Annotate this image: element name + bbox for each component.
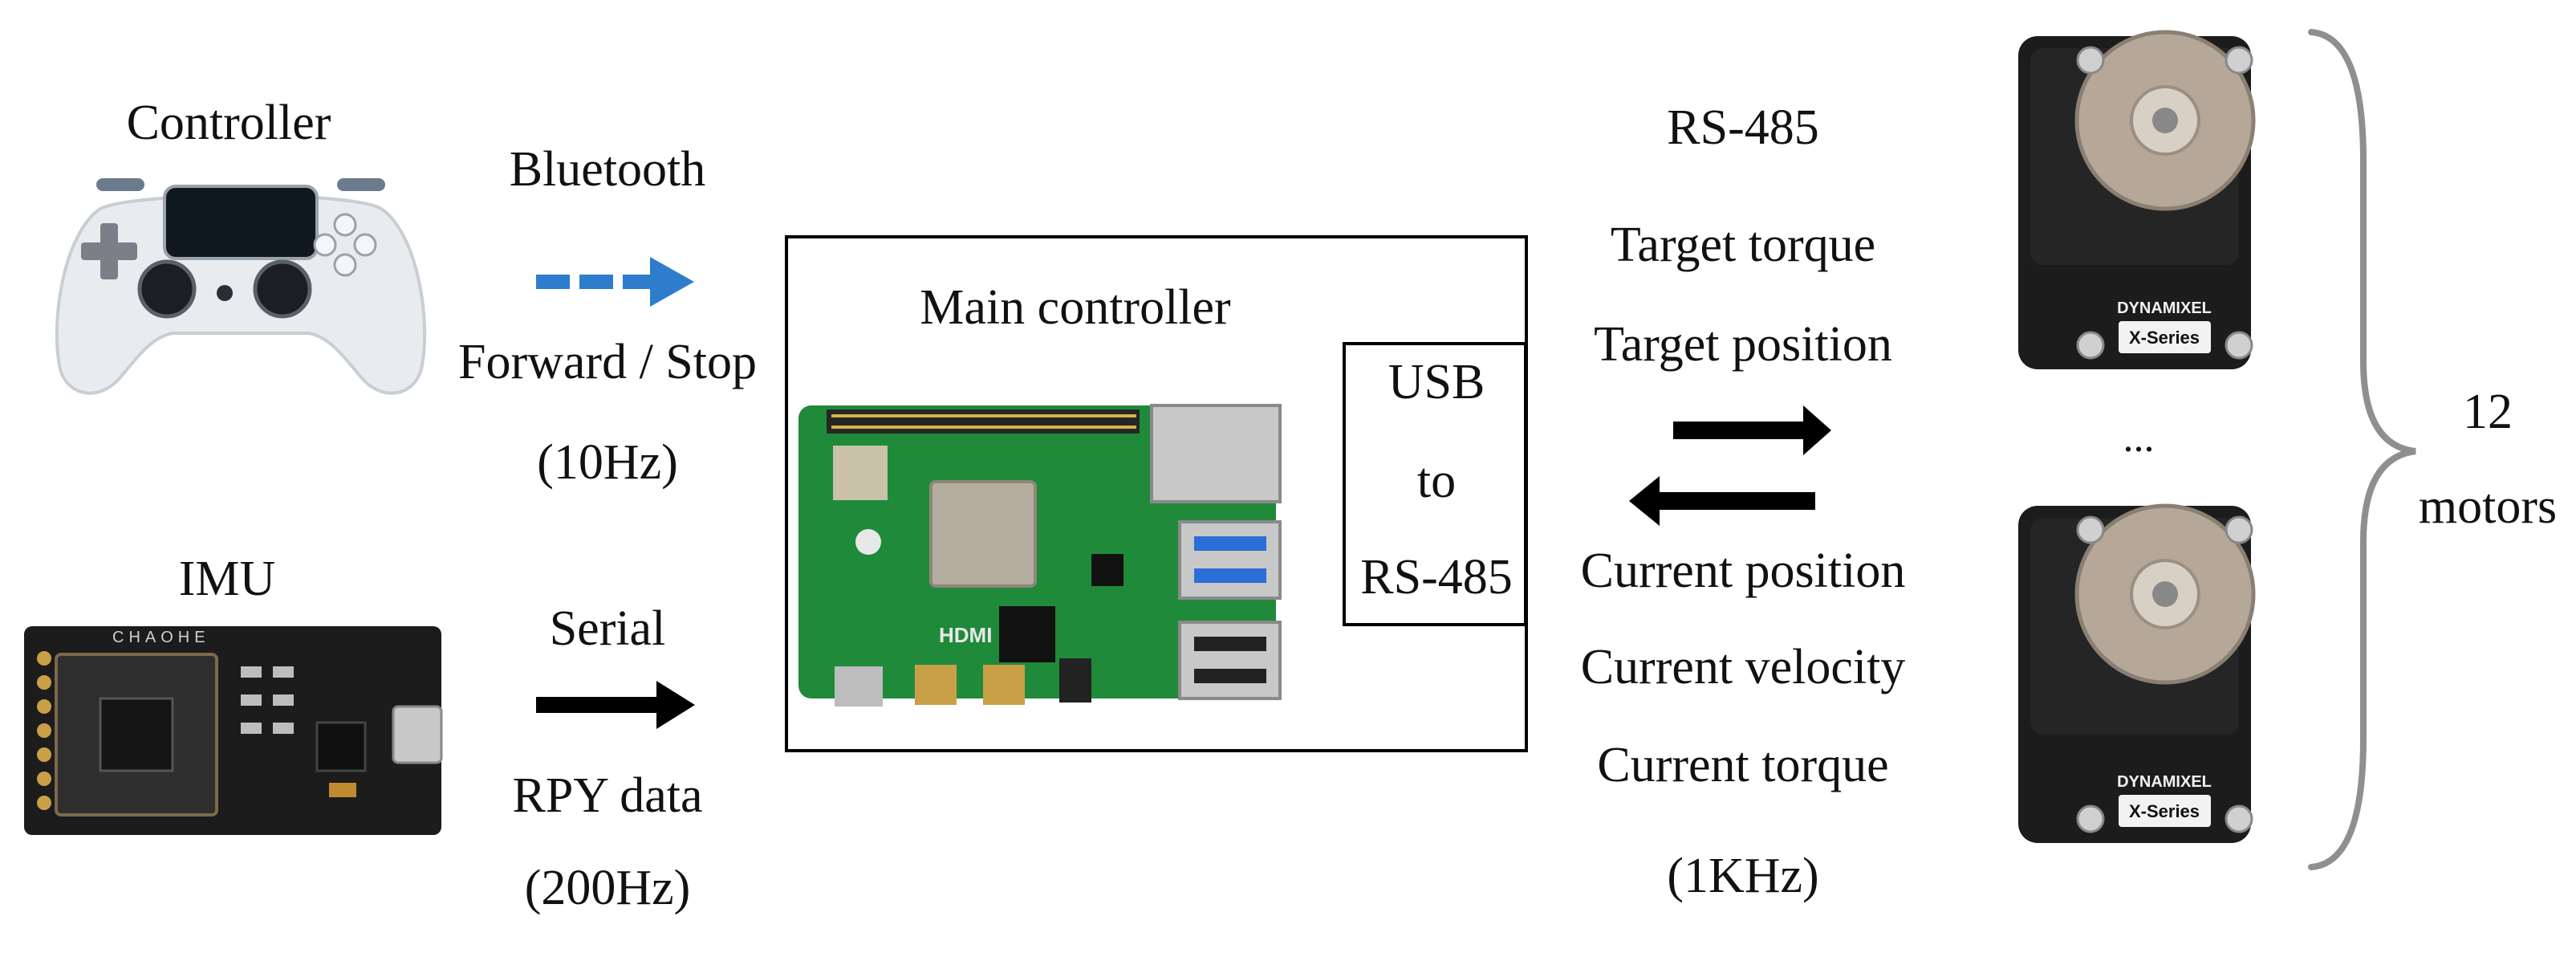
board-hdmi-label: HDMI [939,623,992,647]
motor-image-top [2018,30,2256,369]
motors-group-brace [2308,29,2416,870]
main-controller-label: Main controller [920,280,1231,335]
serial-label: Serial [549,601,666,656]
motor-image-bottom [2018,503,2256,843]
micro-hdmi-port-icon [915,665,957,705]
serial-arrow [536,681,695,729]
rpy-data-label: RPY data [512,768,703,823]
left-stick-icon [137,259,197,319]
right-stick-icon [253,259,312,319]
to-label: to [1416,454,1457,508]
gamepad-image [55,178,427,395]
target-torque-label: Target torque [1610,218,1876,272]
rs485-rate-label: (1KHz) [1667,849,1819,903]
serial-rate-label: (200Hz) [524,861,691,915]
motors-unit-label: motors [2418,479,2558,534]
current-position-label: Current position [1580,544,1906,598]
micro-hdmi-port-icon [983,665,1025,705]
motor-series-label-top: X-Series [2129,328,2200,348]
usb-label: USB [1388,355,1485,409]
usb-port-icon [392,705,443,764]
usb-rs485-adapter-box [1343,342,1527,626]
raspberry-pi-board-image [798,404,1282,707]
imu-label: IMU [178,552,276,606]
rs485-adapter-label: RS-485 [1360,550,1513,605]
bluetooth-arrow [536,257,694,307]
bluetooth-rate-label: (10Hz) [537,435,678,490]
usb3-port-icon [1178,520,1282,600]
current-velocity-label: Current velocity [1580,640,1906,694]
motor-count-label: 12 [2463,385,2513,439]
forward-stop-label: Forward / Stop [458,335,757,389]
face-buttons-icon [313,213,377,277]
motors-ellipsis: ... [2123,415,2155,461]
imu-board-image [24,626,443,835]
audio-jack-icon [1059,658,1091,703]
current-torque-label: Current torque [1597,738,1889,792]
target-position-label: Target position [1594,317,1892,372]
bluetooth-label: Bluetooth [509,142,706,197]
rs485-protocol-label: RS-485 [1667,100,1819,155]
motor-brand-label-top: DYNAMIXEL [2117,299,2212,317]
usb2-port-icon [1178,621,1282,700]
motor-brand-label-bottom: DYNAMIXEL [2117,773,2212,791]
controller-label: Controller [126,96,331,150]
motor-series-label-bottom: X-Series [2129,801,2200,821]
dpad-icon [81,223,137,279]
ethernet-port-icon [1150,404,1282,503]
rs485-input-arrow [1629,476,1815,526]
imu-chip-label: CHAOHE [112,629,210,646]
rs485-output-arrow [1673,405,1831,455]
cpu-chip-icon [929,480,1037,588]
